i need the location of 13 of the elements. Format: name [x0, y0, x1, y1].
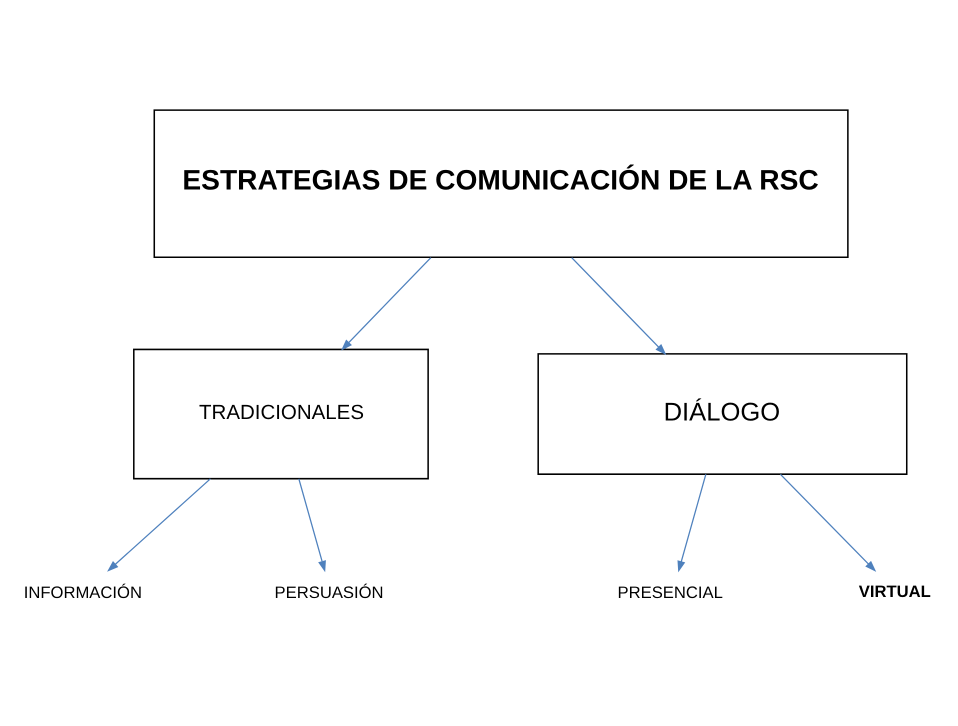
node-text: PERSUASIÓN [274, 582, 384, 602]
arrow [107, 478, 211, 572]
arrow [780, 473, 876, 572]
node-box: DIÁLOGO [537, 352, 908, 474]
node-box: TRADICIONALES [133, 348, 429, 479]
node-box: ESTRATEGIAS DE COMUNICACIÓN DE LA RSC [154, 108, 849, 258]
arrow [677, 474, 706, 572]
arrow [298, 478, 326, 572]
node-text: INFORMACIÓN [24, 582, 142, 602]
node-text: VIRTUAL [858, 581, 931, 600]
arrow [341, 256, 432, 350]
node-text: PRESENCIAL [618, 582, 723, 602]
arrow [571, 256, 666, 355]
